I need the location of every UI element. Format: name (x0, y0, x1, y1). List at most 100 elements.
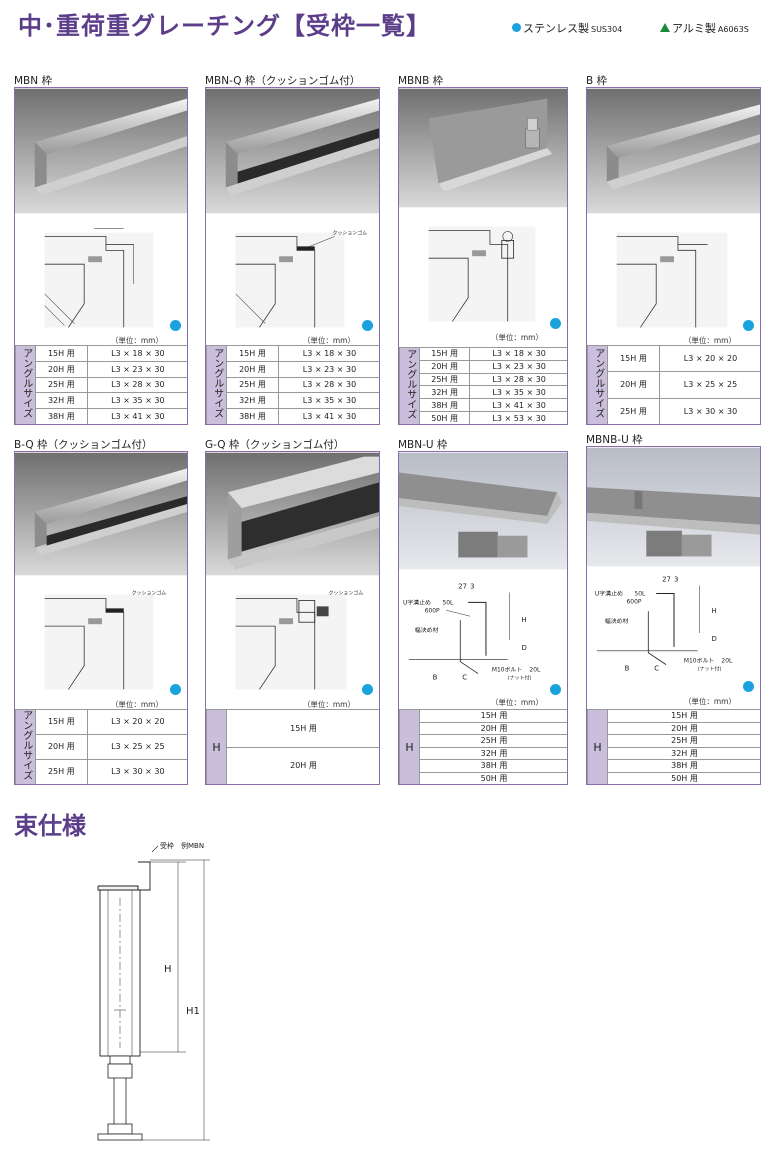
table-cell: L3 × 23 × 30 (86, 360, 187, 378)
card-label-mbnb-u: MBNB-U 枠 (586, 434, 643, 446)
aluminum-triangle-icon (660, 23, 670, 32)
mbn-u-d3: 3 (470, 583, 474, 591)
table-cell: L3 × 35 × 30 (86, 392, 187, 410)
mbn-u-bolt-label: M10ボルト (492, 666, 522, 674)
mbnb-u-b: B (625, 665, 630, 673)
table-cell: 20H 用 (226, 746, 379, 784)
table-cell: 25H 用 (607, 397, 660, 424)
mbn-q-side-label: アングルサイズ (206, 345, 227, 424)
mbn-u-section-diagram: 27 3 U字溝止め 50L 600P 幅決め材 M10ボルト 20L (ナット… (403, 583, 541, 682)
table-cell: L3 × 23 × 30 (277, 360, 379, 378)
card-label-g-q: G-Q 枠（クッションゴム付） (205, 439, 345, 451)
table-cell: 32H 用 (607, 746, 760, 760)
mbnb-stainless-dot-icon (550, 318, 561, 329)
table-cell: L3 × 28 × 30 (277, 376, 379, 394)
mbn-u-h: H (522, 616, 527, 624)
table-cell: 32H 用 (418, 385, 471, 400)
table-cell: 15H 用 (35, 345, 88, 362)
table-cell: 38H 用 (35, 408, 88, 424)
card-mbn-u: 27 3 U字溝止め 50L 600P 幅決め材 M10ボルト 20L (ナット… (398, 451, 568, 785)
table-cell: 38H 用 (607, 759, 760, 773)
table-cell: 25H 用 (35, 758, 88, 784)
table-cell: L3 × 25 × 25 (86, 733, 187, 760)
dimension-h1: H1 (186, 1006, 200, 1017)
mbnb-u-side-label: H (587, 709, 608, 784)
table-cell: 20H 用 (418, 359, 471, 374)
mbn-side-label: アングルサイズ (15, 345, 36, 424)
mbn-u-kanuki-label: 幅決め材 (415, 626, 439, 634)
mbnb-u-stainless-dot-icon (743, 681, 754, 692)
mbnb-u-pitch-label: 600P (627, 598, 642, 605)
table-cell: L3 × 53 × 30 (469, 411, 567, 424)
legend-aluminum: アルミ製 A6063S (660, 20, 749, 36)
table-cell: 25H 用 (419, 734, 567, 748)
mbn-u-nut-label: (ナット付) (508, 674, 532, 681)
table-cell: L3 × 35 × 30 (277, 392, 379, 410)
mbn-q-angle-photo (206, 88, 379, 214)
legend-stainless-sub: SUS304 (591, 25, 623, 34)
page-title: 中･重荷重グレーチング【受枠一覧】 (18, 12, 431, 40)
table-cell: L3 × 18 × 30 (469, 347, 567, 361)
table-cell: 38H 用 (226, 408, 279, 424)
mbn-stainless-dot-icon (170, 320, 181, 331)
table-cell: L3 × 41 × 30 (86, 408, 187, 424)
g-q-stainless-dot-icon (362, 684, 373, 695)
mbnb-u-d: D (712, 635, 717, 643)
section-title: 束仕様 (14, 812, 86, 840)
b-q-unit: （単位：mm） (110, 700, 163, 709)
table-cell: 20H 用 (607, 371, 660, 399)
card-label-mbn-q: MBN-Q 枠（クッションゴム付） (205, 75, 361, 87)
table-cell: 38H 用 (418, 398, 471, 413)
card-label-mbn: MBN 枠 (14, 75, 52, 87)
mbnb-u-len-label: 50L (634, 590, 646, 597)
mbnb-unit: （単位：mm） (490, 333, 543, 342)
mbn-u-stainless-dot-icon (550, 684, 561, 695)
table-cell: L3 × 25 × 25 (658, 371, 760, 399)
mbnb-u-section-diagram: 27 3 U字溝止め 50L 600P 幅決め材 M10ボルト 20L (ナット… (595, 576, 733, 673)
legend-aluminum-sub: A6063S (717, 25, 749, 34)
table-cell: L3 × 18 × 30 (86, 345, 187, 362)
mbnb-u-stop-label: U字溝止め (595, 589, 623, 597)
table-cell: L3 × 41 × 30 (469, 398, 567, 413)
table-cell: L3 × 23 × 30 (469, 359, 567, 374)
table-cell: L3 × 20 × 20 (86, 709, 187, 735)
table-cell: 50H 用 (607, 771, 760, 784)
table-cell: L3 × 28 × 30 (86, 376, 187, 394)
mbn-q-cushion-label: クッションゴム (333, 230, 368, 237)
mbn-q-stainless-dot-icon (362, 320, 373, 331)
table-cell: 32H 用 (226, 392, 279, 410)
b-side-label: アングルサイズ (587, 345, 608, 424)
mbnb-u-c: C (654, 665, 659, 673)
mbnb-section-diagram (428, 226, 536, 322)
mbn-u-unit: （単位：mm） (490, 698, 543, 707)
table-cell: 38H 用 (419, 759, 567, 773)
table-cell: L3 × 30 × 30 (86, 758, 187, 784)
table-cell: L3 × 28 × 30 (469, 372, 567, 387)
g-q-section-diagram: クッションゴム (235, 590, 364, 690)
table-cell: L3 × 41 × 30 (277, 408, 379, 424)
mbn-u-side-label: H (399, 709, 420, 784)
g-q-unit: （単位：mm） (302, 700, 355, 709)
mbnb-u-h: H (712, 607, 717, 615)
legend-stainless-label: ステンレス製 (523, 22, 589, 35)
mbn-u-stop-label: U字溝止め (403, 598, 431, 606)
b-section-diagram (616, 232, 728, 328)
g-q-side-label: H (206, 709, 227, 784)
mbn-u-len-label: 50L (442, 600, 454, 606)
table-cell: 20H 用 (226, 360, 279, 378)
b-stainless-dot-icon (743, 320, 754, 331)
g-q-cushion-label: クッションゴム (329, 590, 364, 597)
b-q-stainless-dot-icon (170, 684, 181, 695)
table-cell: 20H 用 (607, 721, 760, 735)
